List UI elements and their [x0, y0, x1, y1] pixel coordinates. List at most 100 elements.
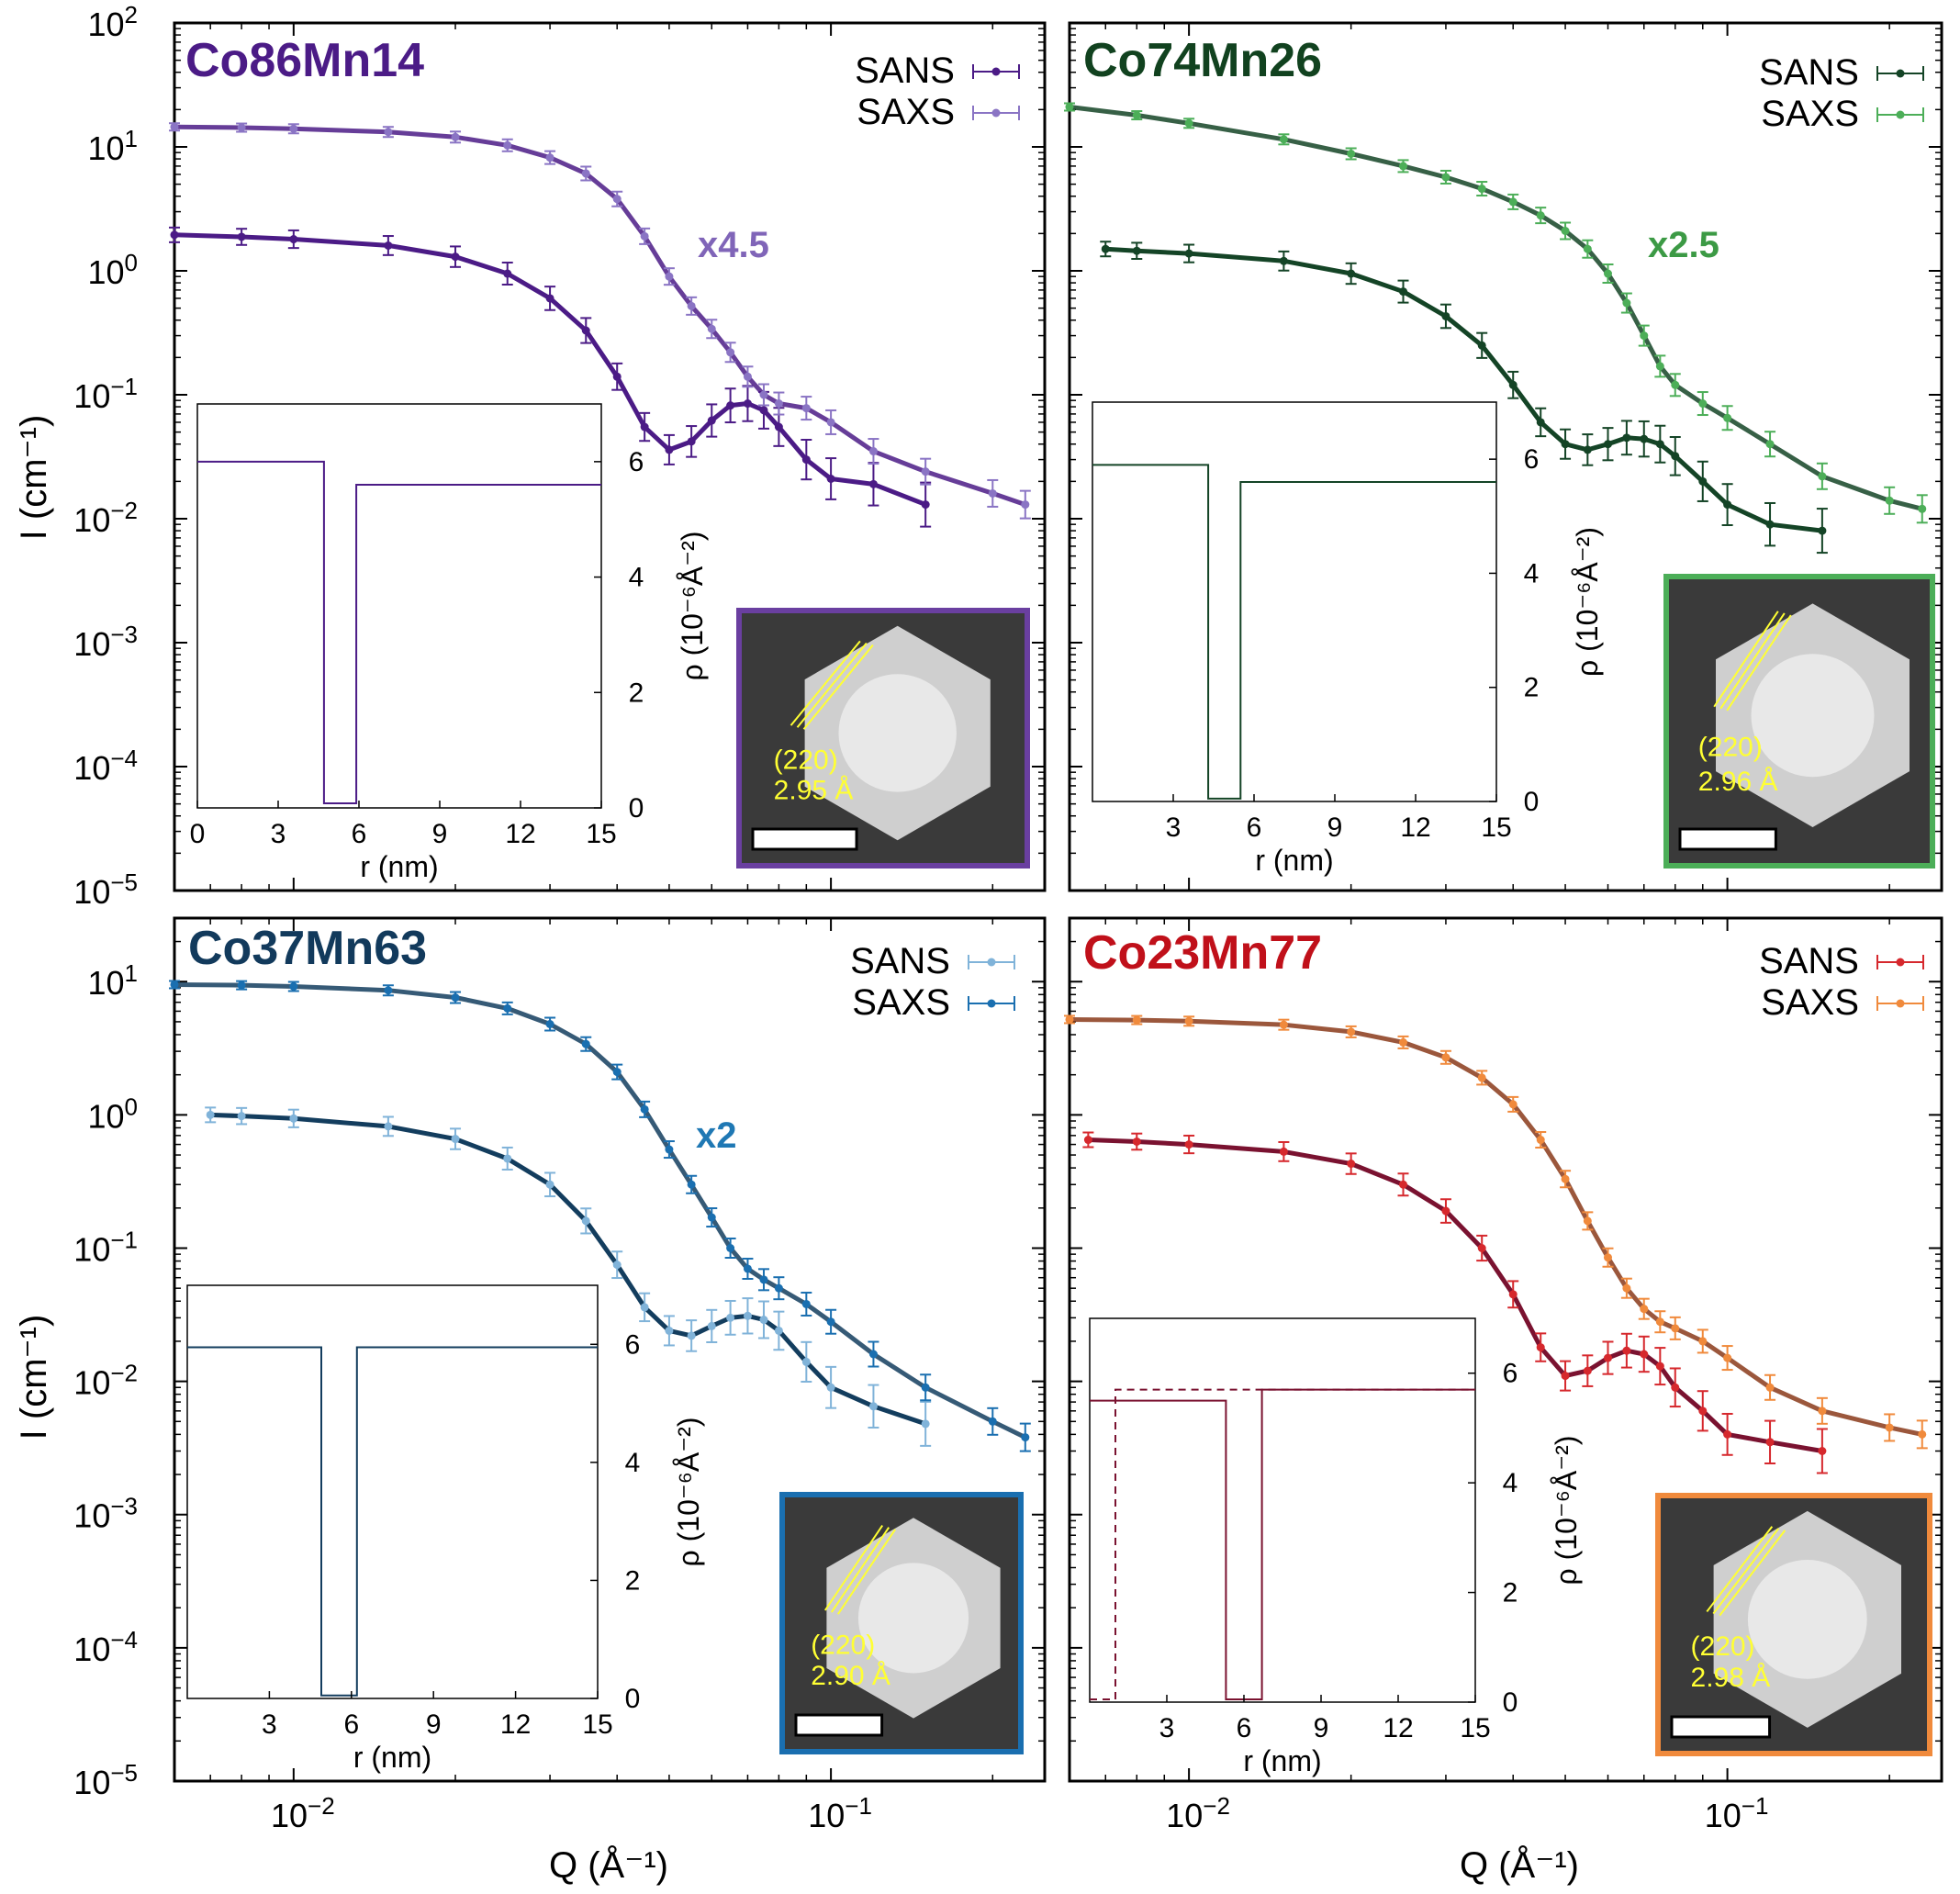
data-point	[1508, 197, 1518, 207]
tem-micrograph: (220)2.98 Å	[1655, 1493, 1932, 1756]
y-tick-label: 10−1	[73, 1226, 138, 1268]
data-point	[801, 404, 811, 413]
data-point	[1583, 445, 1592, 454]
data-point	[826, 1317, 835, 1327]
sld-profile-line	[197, 460, 601, 804]
data-point	[743, 399, 752, 409]
panel-title: Co74Mn26	[1083, 34, 1322, 87]
data-point	[237, 1112, 246, 1121]
data-point	[503, 269, 512, 278]
panel-title: Co23Mn77	[1083, 926, 1322, 980]
lattice-plane-line	[790, 640, 861, 726]
panel-title: Co86Mn14	[185, 34, 424, 87]
data-point	[687, 1180, 696, 1189]
y-tick-label: 102	[87, 1, 138, 43]
panel-top-left: 10−510−410−310−210−1100101102Co86Mn14x4.…	[73, 1, 1047, 911]
inset-y-axis-title: ρ (10⁻⁶Å⁻²)	[1550, 1436, 1583, 1586]
data-point	[726, 348, 735, 357]
y-tick-label: 10−2	[73, 497, 138, 539]
lattice-plane-label: (220)	[774, 745, 838, 775]
data-point	[1184, 1140, 1193, 1149]
data-point	[1508, 1290, 1518, 1299]
data-point	[743, 372, 752, 381]
y-tick-label: 10−3	[73, 1493, 138, 1535]
data-point	[1765, 440, 1775, 449]
data-point	[1399, 1037, 1408, 1047]
sld-profile-line	[187, 1346, 598, 1697]
data-point	[1561, 440, 1570, 449]
data-point	[451, 132, 460, 141]
data-point	[170, 230, 179, 240]
inset-y-tick-label: 2	[1524, 673, 1540, 703]
data-point	[1441, 173, 1450, 182]
panels-group: 10−510−410−310−210−1100101102Co86Mn14x4.…	[73, 1, 1943, 1834]
data-point	[1347, 149, 1356, 158]
legend-label: SAXS	[1761, 982, 1859, 1023]
inset-y-tick-label: 6	[1524, 444, 1540, 475]
data-point	[1818, 472, 1827, 481]
data-point	[545, 294, 554, 303]
inset-x-tick-label: 3	[1159, 1713, 1175, 1743]
x-axis-title-left: Q (Å⁻¹)	[549, 1844, 668, 1886]
legend-marker	[987, 958, 996, 967]
data-point	[988, 1417, 997, 1426]
y-axis-title-bottom: I (cm⁻¹)	[14, 1315, 54, 1440]
data-point	[1723, 500, 1732, 510]
inset-y-tick-label: 6	[629, 447, 644, 477]
lattice-plane-label: (220)	[811, 1631, 875, 1661]
tem-micrograph: (220)2.95 Å	[736, 608, 1030, 869]
data-point	[1536, 211, 1545, 220]
inset-x-tick-label: 3	[1166, 813, 1182, 843]
data-point	[1477, 1073, 1486, 1082]
scale-bar	[1678, 827, 1777, 851]
x-tick-label: 10−1	[1705, 1792, 1769, 1834]
lattice-plane-line	[1713, 611, 1779, 708]
data-point	[1622, 433, 1631, 443]
inset-x-tick-label: 12	[1400, 813, 1430, 843]
sld-profile-line	[1092, 464, 1496, 800]
data-point	[1477, 1243, 1486, 1252]
data-point	[1132, 111, 1141, 120]
data-point	[1671, 452, 1680, 461]
y-tick-label: 10−5	[73, 869, 138, 911]
data-point	[1399, 1180, 1408, 1189]
data-point	[1536, 1343, 1545, 1352]
data-point	[1622, 1283, 1631, 1293]
inset-y-axis-title: ρ (10⁻⁶Å⁻²)	[1571, 527, 1604, 677]
data-point	[707, 324, 716, 333]
data-point	[1603, 1253, 1612, 1262]
data-point	[1918, 1429, 1927, 1439]
data-point	[1536, 418, 1545, 427]
inset-x-tick-label: 9	[426, 1709, 442, 1740]
inset-x-tick-label: 12	[1383, 1713, 1413, 1743]
data-point	[1021, 500, 1030, 510]
data-point	[707, 1321, 716, 1330]
data-point	[665, 1326, 674, 1335]
inset-x-tick-label: 0	[190, 819, 206, 849]
data-point	[1698, 399, 1708, 409]
x-tick-label: 10−2	[1166, 1792, 1230, 1834]
legend-marker	[1896, 69, 1905, 78]
data-point	[612, 1068, 622, 1077]
lattice-plane-line	[1719, 1530, 1786, 1617]
data-point	[1818, 526, 1827, 535]
data-point	[289, 235, 298, 244]
data-point	[206, 1110, 215, 1119]
data-point	[1765, 1438, 1775, 1447]
y-tick-label: 101	[87, 125, 138, 167]
inset-x-tick-label: 3	[271, 819, 286, 849]
data-point	[1622, 1346, 1631, 1355]
data-point	[826, 1383, 835, 1392]
data-point	[1640, 1350, 1649, 1359]
lattice-plane-line	[1726, 614, 1792, 712]
inset-x-tick-label: 9	[1314, 1713, 1329, 1743]
data-point	[545, 153, 554, 163]
data-point	[612, 372, 622, 381]
data-point	[868, 447, 878, 456]
data-point	[1603, 440, 1612, 449]
data-point	[1723, 413, 1732, 422]
lattice-plane-label: (220)	[1698, 732, 1763, 762]
